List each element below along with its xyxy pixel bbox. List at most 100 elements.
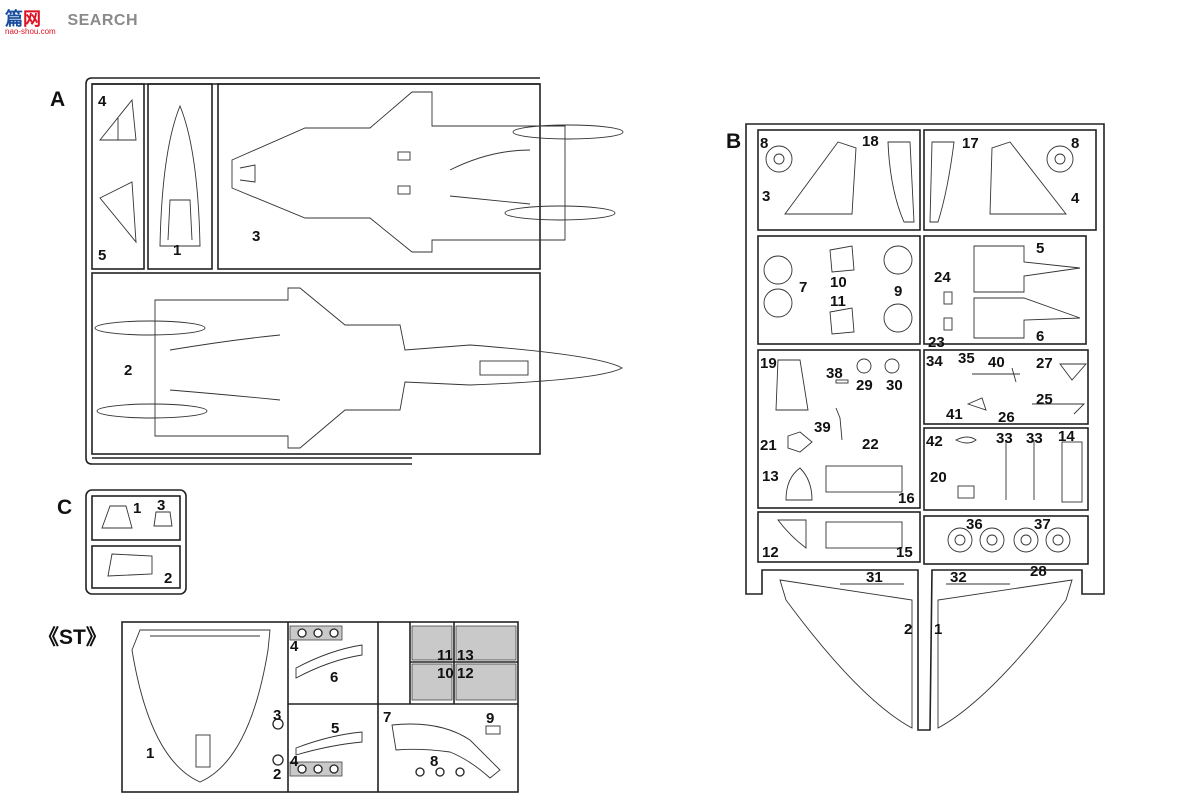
part-label: 2 bbox=[904, 621, 912, 638]
part-label: 1 bbox=[133, 500, 141, 517]
sprue-c-frame bbox=[85, 489, 187, 595]
part-label: 21 bbox=[760, 437, 777, 454]
part-label: 32 bbox=[950, 569, 967, 586]
sprue-b-frame bbox=[745, 123, 1105, 731]
part-label: 41 bbox=[946, 406, 963, 423]
part-label: 38 bbox=[826, 365, 843, 382]
part-label: 27 bbox=[1036, 355, 1053, 372]
part-label: 33 bbox=[1026, 430, 1043, 447]
sprue-b-cell bbox=[757, 511, 921, 563]
watermark-url: nao-shou.com bbox=[5, 27, 56, 36]
part-a5-shape bbox=[99, 181, 137, 244]
sprue-b-cell bbox=[923, 427, 1089, 511]
part-label: 12 bbox=[457, 665, 474, 682]
part-label: 22 bbox=[862, 436, 879, 453]
sprue-b: B bbox=[726, 123, 1105, 731]
part-label: 6 bbox=[1036, 328, 1044, 345]
part-label: 3 bbox=[157, 497, 165, 514]
part-label: 13 bbox=[457, 647, 474, 664]
part-label: 7 bbox=[799, 279, 807, 296]
part-label: 34 bbox=[926, 353, 943, 370]
part-label: 20 bbox=[930, 469, 947, 486]
part-a3-shape bbox=[231, 91, 566, 253]
part-label: 11 bbox=[437, 647, 453, 664]
part-label: 2 bbox=[273, 766, 281, 783]
part-label: 2 bbox=[124, 362, 132, 379]
part-label: 25 bbox=[1036, 391, 1053, 408]
part-label: 39 bbox=[814, 419, 831, 436]
sprue-a: A 4 5 1 3 2 bbox=[50, 77, 624, 465]
part-label: 3 bbox=[273, 707, 281, 724]
part-label: 9 bbox=[486, 710, 494, 727]
part-label: 29 bbox=[856, 377, 873, 394]
sprue-b-cell bbox=[757, 235, 921, 345]
watermark-logo[interactable]: 篇网 SEARCH nao-shou.com bbox=[5, 5, 139, 36]
sprue-a-cell-fins bbox=[91, 83, 145, 270]
part-label: 1 bbox=[146, 745, 154, 762]
part-label: 4 bbox=[290, 638, 299, 655]
sprue-c-cell-top bbox=[91, 495, 181, 541]
part-label: 4 bbox=[290, 753, 299, 770]
sprue-a-cell-lower-fuselage bbox=[91, 272, 541, 455]
part-label: 37 bbox=[1034, 516, 1051, 533]
part-label: 15 bbox=[896, 544, 913, 561]
part-label: 10 bbox=[830, 274, 847, 291]
part-label: 16 bbox=[898, 490, 915, 507]
part-label: 42 bbox=[926, 433, 943, 450]
part-label: 10 bbox=[437, 665, 454, 682]
part-label: 8 bbox=[430, 753, 438, 770]
part-label: 5 bbox=[331, 720, 339, 737]
part-label: 5 bbox=[98, 247, 106, 264]
part-label: 26 bbox=[998, 409, 1015, 426]
part-label: 19 bbox=[760, 355, 777, 372]
watermark-search-text: SEARCH bbox=[67, 12, 139, 29]
sprue-b-cell bbox=[923, 129, 1097, 231]
part-a1-shape bbox=[159, 104, 201, 247]
part-label: 36 bbox=[966, 516, 983, 533]
part-label: 35 bbox=[958, 350, 975, 367]
part-label: 13 bbox=[762, 468, 779, 485]
part-label: 1 bbox=[173, 242, 181, 259]
part-label: 8 bbox=[760, 135, 768, 152]
part-label: 6 bbox=[330, 669, 338, 686]
part-label: 17 bbox=[962, 135, 979, 152]
part-label: 24 bbox=[934, 269, 951, 286]
part-st1-shape bbox=[131, 629, 271, 783]
part-label: 11 bbox=[830, 293, 846, 310]
part-label: 23 bbox=[928, 334, 945, 351]
part-label: 3 bbox=[762, 188, 770, 205]
sprue-b-title: B bbox=[726, 130, 741, 153]
part-label: 3 bbox=[252, 228, 260, 245]
part-label: 1 bbox=[934, 621, 942, 638]
part-label: 8 bbox=[1071, 135, 1079, 152]
part-label: 14 bbox=[1058, 428, 1075, 445]
part-a2-shape bbox=[154, 287, 623, 449]
part-label: 18 bbox=[862, 133, 879, 150]
sprue-a-frame bbox=[85, 77, 540, 465]
sprue-b-cell bbox=[757, 349, 921, 509]
part-label: 4 bbox=[98, 93, 107, 110]
sprue-st-title: 《ST》 bbox=[38, 625, 107, 649]
sprue-st: 《ST》 1 4 6 3 5 2 4 11 13 bbox=[38, 621, 519, 793]
sprue-a-cell-upper-fuselage bbox=[217, 83, 541, 270]
sprue-b-cell bbox=[757, 129, 921, 231]
watermark-logo-glyph: 篇 bbox=[5, 9, 23, 29]
sprue-c-cell-bottom bbox=[91, 545, 181, 589]
sprue-b-cell bbox=[923, 349, 1089, 425]
part-label: 31 bbox=[866, 569, 883, 586]
part-label: 7 bbox=[383, 709, 391, 726]
part-label: 30 bbox=[886, 377, 903, 394]
part-label: 33 bbox=[996, 430, 1013, 447]
part-label: 12 bbox=[762, 544, 779, 561]
part-label: 2 bbox=[164, 570, 172, 587]
sprue-b-cell bbox=[923, 235, 1087, 345]
part-label: 28 bbox=[1030, 563, 1047, 580]
sprue-a-cell-canopy bbox=[147, 83, 213, 270]
part-label: 40 bbox=[988, 354, 1005, 371]
part-label: 4 bbox=[1071, 190, 1080, 207]
sprue-c: C 1 3 2 bbox=[57, 489, 187, 595]
part-label: 5 bbox=[1036, 240, 1044, 257]
sprue-c-title: C bbox=[57, 496, 72, 519]
sprue-st-frame bbox=[121, 621, 519, 793]
